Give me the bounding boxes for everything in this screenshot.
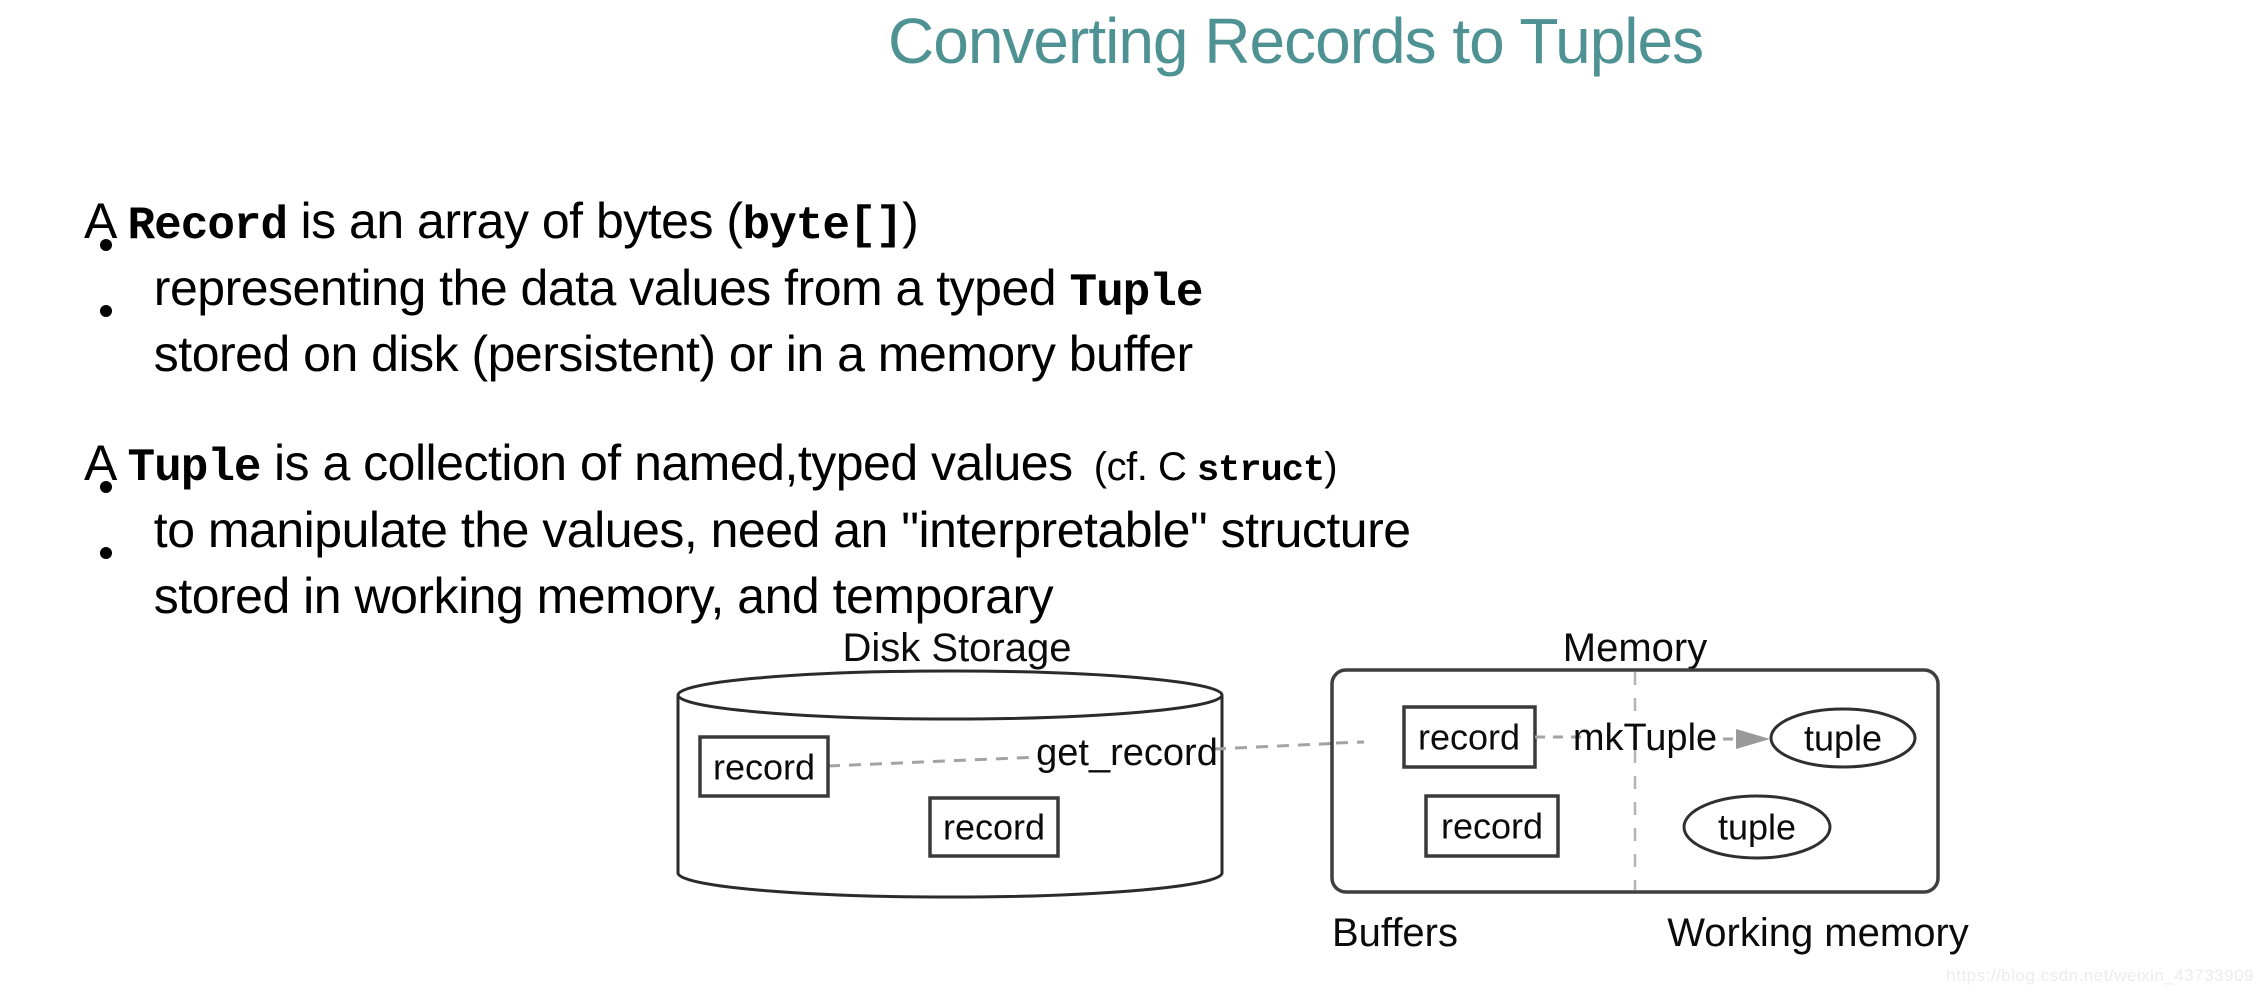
get-record-dash-left <box>827 755 1041 768</box>
memory-record-box <box>1424 794 1560 858</box>
buffers-label: Buffers <box>1332 911 1458 955</box>
text-segment: to manipulate the values, need an "inter… <box>153 502 1411 558</box>
text-segment: representing the data values from a type… <box>153 260 1070 316</box>
bullet-dot-icon <box>100 547 112 559</box>
text-segment-small: ) <box>1324 445 1338 489</box>
code-tuple: Tuple <box>127 442 262 494</box>
text-segment: stored in working memory, and temporary <box>153 568 1054 624</box>
tuple-label: tuple <box>1804 718 1882 759</box>
disk-cylinder-top <box>676 669 1224 721</box>
code-byte-array: byte[] <box>742 200 904 252</box>
text-segment: A <box>84 435 128 491</box>
text-segment: is a collection of named,typed values <box>260 435 1073 491</box>
record-bullet-stored: stored on disk (persistent) or in a memo… <box>100 279 1193 382</box>
memory-label: Memory <box>1563 626 1707 670</box>
get-record-dash-entry <box>1335 740 1365 745</box>
tuple-ellipse <box>1682 794 1832 860</box>
text-segment: is an array of bytes ( <box>287 193 743 249</box>
tuple-bullet-manipulate: to manipulate the values, need an "inter… <box>100 455 1411 558</box>
working-memory-label: Working memory <box>1667 911 1969 955</box>
text-segment-small: (cf. C <box>1072 445 1197 489</box>
bullet-dot-icon <box>100 305 112 317</box>
bullet-dot-icon <box>100 481 112 493</box>
arrow-right-icon <box>1736 729 1770 749</box>
tuple-label: tuple <box>1718 807 1796 848</box>
tuple-ellipse <box>1769 707 1917 769</box>
records-tuples-diagram: Disk Storage get_record record record Me… <box>676 626 1969 955</box>
disk-record-label: record <box>713 747 815 788</box>
text-segment: A <box>84 193 128 249</box>
tuple-definition-line: A Tuple is a collection of named,typed v… <box>60 388 1337 491</box>
record-bullet-representing: representing the data values from a type… <box>100 213 1204 319</box>
code-tuple: Tuple <box>1069 267 1203 319</box>
tuple-bullet-stored: stored in working memory, and temporary <box>100 521 1054 624</box>
get-record-label: get_record <box>1036 732 1218 774</box>
get-record-dash-right <box>1213 740 1365 751</box>
record-definition-line: A Record is an array of bytes (byte[]) <box>60 146 919 252</box>
watermark: https://blog.csdn.net/weixin_43733909 <box>1946 966 2254 985</box>
page-title: Converting Records to Tuples <box>888 5 1704 77</box>
disk-record-box <box>928 796 1060 858</box>
text-segment: ) <box>902 193 919 249</box>
disk-record-label: record <box>943 807 1045 848</box>
bullet-dot-icon <box>100 239 112 251</box>
memory-record-box <box>1402 705 1537 769</box>
code-struct: struct <box>1196 450 1325 492</box>
disk-storage-label: Disk Storage <box>843 626 1072 670</box>
memory-record-label: record <box>1441 806 1543 847</box>
mktuple-label: mkTuple <box>1573 717 1717 759</box>
code-record: Record <box>127 200 289 252</box>
text-segment: stored on disk (persistent) or in a memo… <box>153 326 1193 382</box>
memory-record-label: record <box>1418 717 1520 758</box>
disk-record-box <box>698 735 830 798</box>
